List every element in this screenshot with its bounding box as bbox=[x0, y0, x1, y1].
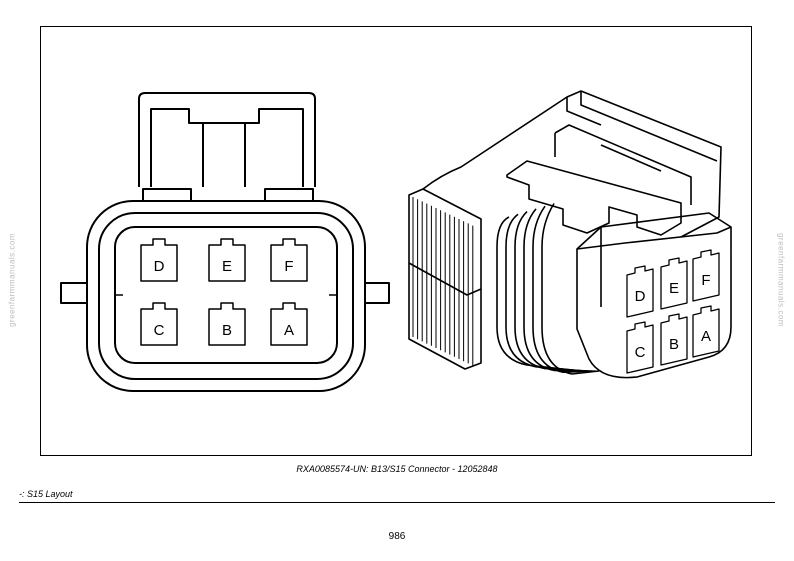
front-ear-left bbox=[60, 282, 88, 304]
front-housing-outer bbox=[86, 200, 366, 392]
figure-caption: RXA0085574-UN: B13/S15 Connector - 12052… bbox=[296, 464, 498, 474]
iso-pin-cavity: A bbox=[692, 305, 720, 358]
iso-pin-grid: D E F C B A bbox=[626, 249, 720, 374]
front-cavity bbox=[114, 226, 338, 364]
front-housing-ring bbox=[98, 212, 354, 380]
iso-rear-split bbox=[408, 262, 482, 296]
seal-ring bbox=[505, 213, 585, 372]
front-pin-label: C bbox=[154, 322, 165, 339]
front-pin-grid: D E F C B A bbox=[140, 238, 308, 346]
seal-ring bbox=[523, 208, 592, 372]
iso-view-connector: D E F C B A bbox=[408, 90, 732, 379]
seal-ring bbox=[541, 203, 600, 375]
pin-cavity-outline bbox=[270, 238, 308, 282]
front-latch-foot-right bbox=[264, 188, 314, 202]
iso-pin-label: C bbox=[635, 344, 646, 361]
iso-top-shell-inner bbox=[566, 91, 718, 162]
connector-diagram: D E F C B A D E F C B A bbox=[60, 90, 732, 392]
front-pin-label: A bbox=[284, 322, 294, 339]
iso-pin-label: D bbox=[635, 288, 646, 305]
pin-cavity-outline bbox=[208, 238, 246, 282]
page-number: 986 bbox=[388, 531, 406, 542]
pin-cavity-outline bbox=[208, 302, 246, 346]
pin-cavity-outline bbox=[140, 238, 178, 282]
iso-front-face bbox=[576, 212, 732, 379]
iso-latch-arm bbox=[554, 124, 692, 205]
iso-pin-cavity-outline bbox=[626, 321, 654, 374]
iso-pin-label: B bbox=[669, 336, 679, 353]
section-label: -: S15 Layout bbox=[19, 489, 73, 499]
pin-cavity-outline bbox=[270, 302, 308, 346]
seal-ring bbox=[532, 205, 596, 373]
seal-ring bbox=[496, 216, 582, 372]
iso-pin-label: A bbox=[701, 328, 711, 345]
iso-pin-cavity: E bbox=[660, 257, 688, 310]
iso-pin-cavity: B bbox=[660, 313, 688, 366]
front-pin-cavity: D bbox=[140, 238, 178, 282]
iso-pin-cavity-outline bbox=[626, 265, 654, 318]
front-pin-label: F bbox=[284, 258, 293, 275]
iso-top-shell bbox=[422, 90, 722, 238]
front-latch bbox=[138, 92, 316, 187]
front-pin-cavity: F bbox=[270, 238, 308, 282]
front-pin-label: E bbox=[222, 258, 232, 275]
iso-pin-cavity: F bbox=[692, 249, 720, 302]
front-latch-inner bbox=[150, 108, 304, 187]
front-ear-right bbox=[364, 282, 390, 304]
seal-ring bbox=[514, 211, 589, 372]
iso-pin-cavity-outline bbox=[692, 305, 720, 358]
watermark-left: greenfarmmanuals.com bbox=[7, 232, 17, 328]
front-pin-cavity: A bbox=[270, 302, 308, 346]
iso-pin-cavity: C bbox=[626, 321, 654, 374]
iso-seal-rings bbox=[496, 203, 600, 375]
iso-pin-cavity-outline bbox=[660, 257, 688, 310]
iso-pin-cavity-outline bbox=[692, 249, 720, 302]
iso-pin-cavity-outline bbox=[660, 313, 688, 366]
front-view-connector: D E F C B A bbox=[60, 92, 390, 392]
front-pin-cavity: C bbox=[140, 302, 178, 346]
front-pin-label: D bbox=[154, 258, 165, 275]
iso-latch bbox=[506, 160, 682, 236]
divider-line bbox=[19, 502, 775, 503]
front-pin-cavity: B bbox=[208, 302, 246, 346]
pin-cavity-outline bbox=[140, 302, 178, 346]
front-pin-label: B bbox=[222, 322, 232, 339]
iso-pin-label: E bbox=[669, 280, 679, 297]
iso-pin-cavity: D bbox=[626, 265, 654, 318]
iso-front-face-top bbox=[576, 226, 732, 307]
diagram-frame: D E F C B A D E F C B A bbox=[40, 26, 752, 456]
iso-rear-ribs bbox=[412, 197, 474, 366]
iso-pin-label: F bbox=[701, 272, 710, 289]
front-pin-cavity: E bbox=[208, 238, 246, 282]
front-latch-foot-left bbox=[142, 188, 192, 202]
watermark-right: greenfarmmanuals.com bbox=[776, 232, 786, 328]
